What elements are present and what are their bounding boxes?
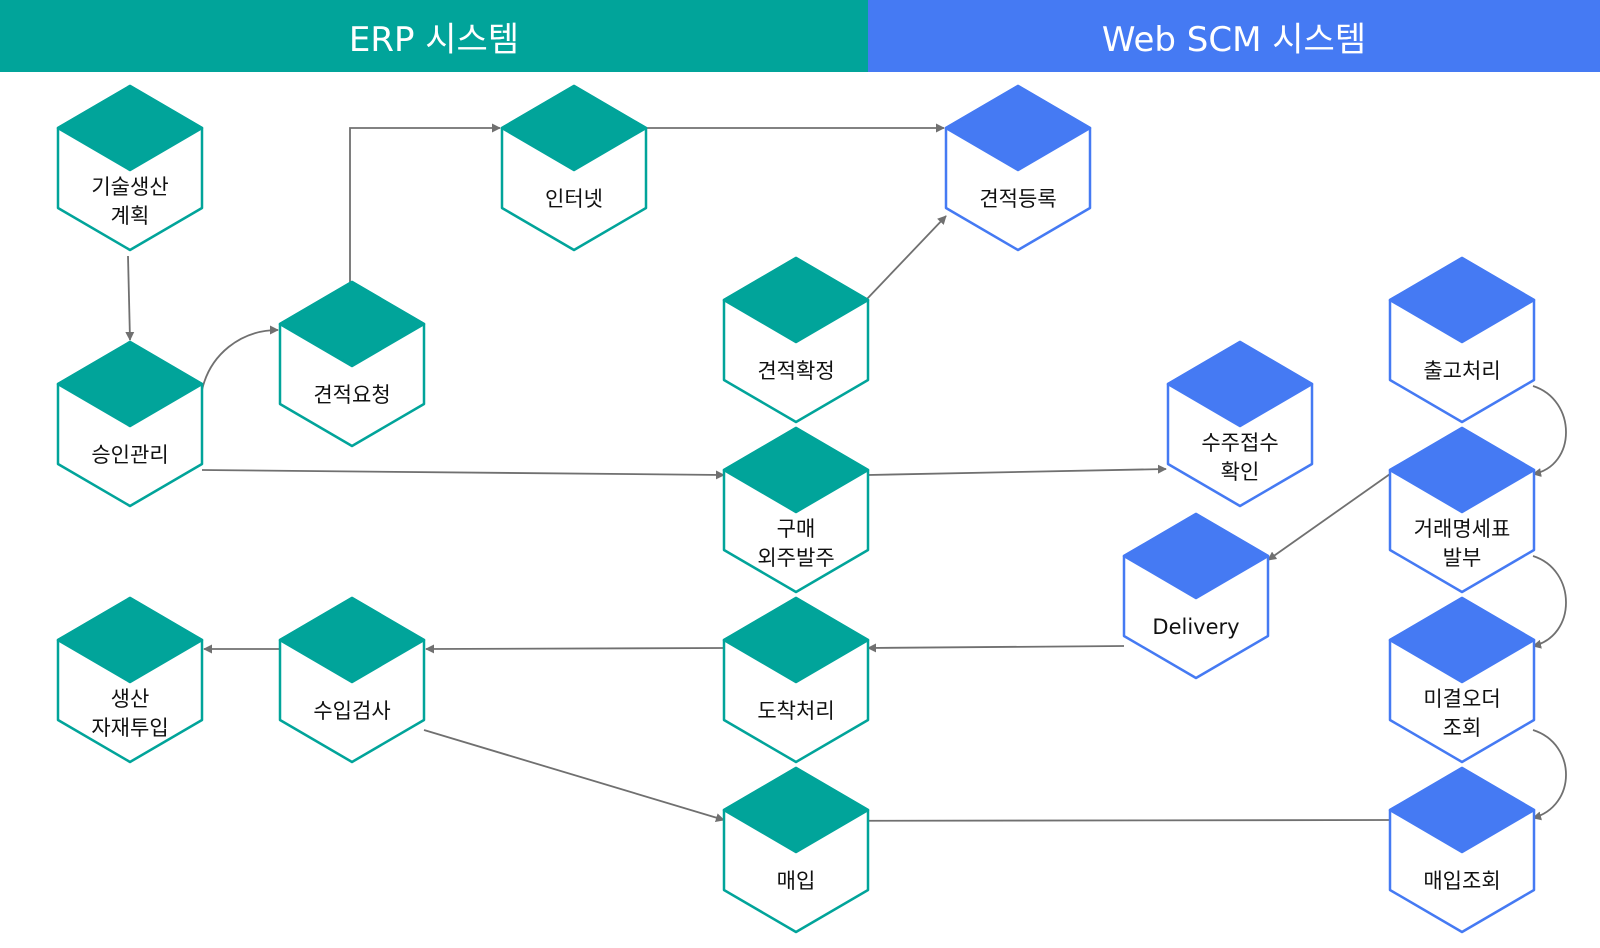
arrow-approval-to-purchase-order	[201, 469, 725, 480]
node-purchase-order-cap	[722, 426, 870, 514]
node-quote-register: 견적등록	[944, 84, 1092, 252]
node-approval: 승인관리	[56, 340, 204, 508]
node-arrival-label: 도착처리	[757, 699, 834, 723]
node-invoice-cap	[1388, 426, 1536, 514]
arrow-delivery-to-arrival	[867, 643, 1125, 653]
node-shipping: 출고처리	[1388, 256, 1536, 424]
node-invoice-label: 거래명세표	[1414, 517, 1511, 541]
node-tech-plan-cap	[56, 84, 204, 172]
node-order-confirm-cap	[1166, 340, 1314, 428]
node-delivery-cap	[1122, 512, 1270, 600]
node-order-confirm-label: 확인	[1221, 460, 1260, 484]
node-approval-cap	[56, 340, 204, 428]
arrow-quote-request-to-internet	[349, 123, 501, 288]
connector-arrows	[125, 123, 1567, 826]
node-quote-register-cap	[944, 84, 1092, 172]
node-quote-register-label: 견적등록	[979, 187, 1056, 211]
node-purchase-order-label: 외주발주	[757, 546, 834, 570]
node-invoice-label: 발부	[1443, 546, 1482, 570]
arrow-purchase-order-to-confirm	[867, 464, 1167, 476]
header-bar: ERP 시스템 Web SCM 시스템	[0, 0, 1600, 72]
node-unsettled-cap	[1388, 596, 1536, 684]
node-internet-cap	[500, 84, 648, 172]
node-prod-input-label: 자재투입	[91, 716, 168, 740]
arrow-invoice-to-unsettled	[1532, 555, 1567, 649]
arrow-approval-to-quote-request	[201, 325, 279, 391]
node-quote-confirm: 견적확정	[722, 256, 870, 424]
node-prod-input-label: 생산	[111, 687, 150, 711]
erp-system-title: ERP 시스템	[348, 19, 520, 60]
node-arrival: 도착처리	[722, 596, 870, 764]
node-shipping-label: 출고처리	[1423, 359, 1500, 383]
node-internet-label: 인터넷	[545, 187, 603, 211]
scm-system-title: Web SCM 시스템	[1101, 19, 1367, 60]
node-quote-request-cap	[278, 280, 426, 368]
arrow-tech-plan-to-approval	[125, 255, 135, 341]
node-approval-label: 승인관리	[91, 443, 168, 467]
node-unsettled-label: 미결오더	[1423, 687, 1500, 711]
node-unsettled-label: 조회	[1443, 716, 1482, 740]
node-purchase-order-label: 구매	[777, 517, 816, 541]
arrow-shipping-to-invoice	[1532, 385, 1567, 477]
erp-system-header: ERP 시스템	[0, 0, 868, 72]
node-quote-request: 견적요청	[278, 280, 426, 448]
node-tech-plan-label: 계획	[111, 204, 150, 228]
node-inspection-cap	[278, 596, 426, 684]
node-inspection-label: 수입검사	[313, 699, 390, 723]
node-quote-confirm-cap	[722, 256, 870, 344]
node-purchase-query-label: 매입조회	[1423, 869, 1500, 893]
node-quote-request-label: 견적요청	[313, 383, 390, 407]
node-internet: 인터넷	[500, 84, 648, 252]
node-inspection: 수입검사	[278, 596, 426, 764]
node-arrival-cap	[722, 596, 870, 684]
node-delivery-label: Delivery	[1152, 615, 1239, 639]
arrow-invoice-to-delivery	[1267, 473, 1391, 561]
node-tech-plan-label: 기술생산	[91, 175, 168, 199]
arrow-quote-confirm-to-register	[865, 215, 947, 301]
arrow-inspection-to-purchase	[423, 729, 725, 822]
node-prod-input-cap	[56, 596, 204, 684]
arrow-unsettled-to-purchase-query	[1532, 729, 1567, 821]
node-purchase-query: 매입조회	[1388, 766, 1536, 934]
arrow-arrival-to-inspection	[425, 644, 725, 654]
node-quote-confirm-label: 견적확정	[757, 359, 834, 383]
node-purchase-query-cap	[1388, 766, 1536, 854]
node-shipping-cap	[1388, 256, 1536, 344]
node-purchase: 매입	[722, 766, 870, 934]
scm-system-header: Web SCM 시스템	[868, 0, 1600, 72]
node-delivery: Delivery	[1122, 512, 1270, 680]
node-order-confirm-label: 수주접수	[1201, 431, 1278, 455]
node-purchase-label: 매입	[777, 869, 816, 893]
node-purchase-cap	[722, 766, 870, 854]
